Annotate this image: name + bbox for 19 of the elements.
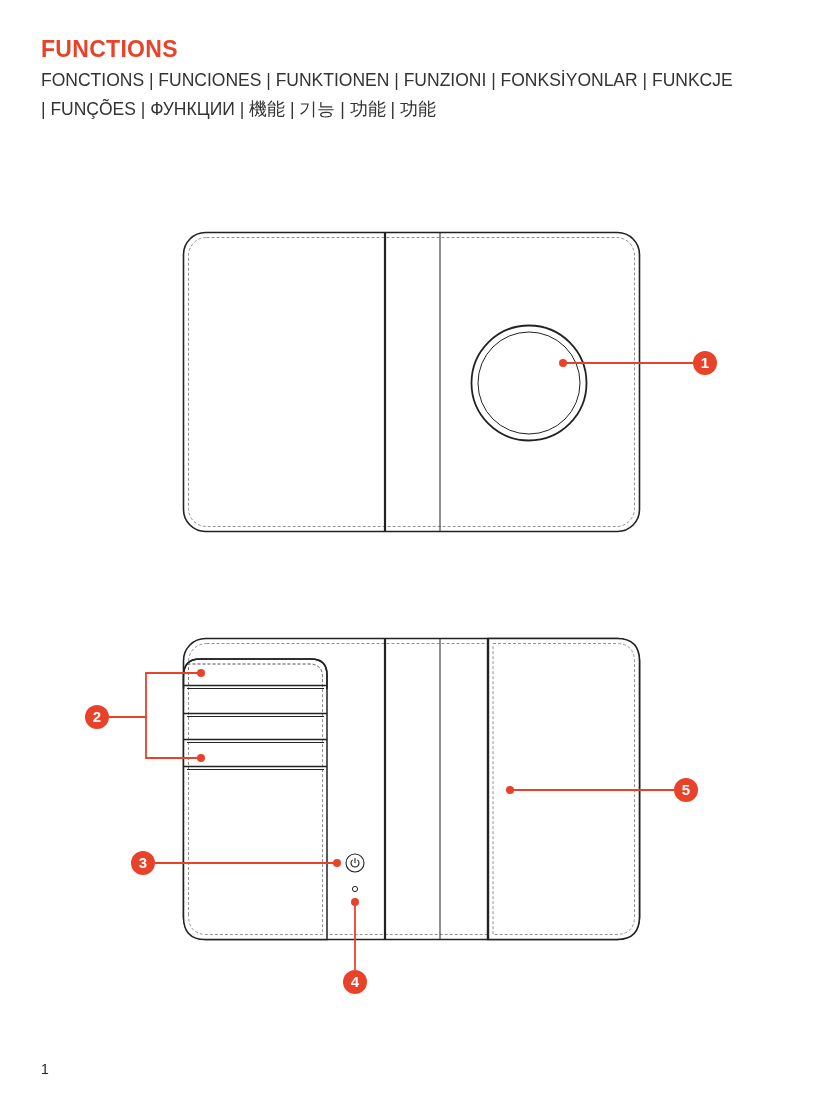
card-slot bbox=[183, 738, 328, 771]
charging-pad bbox=[470, 324, 588, 442]
callout-number: 5 bbox=[674, 778, 698, 802]
leader-line bbox=[506, 786, 675, 794]
leader-line bbox=[154, 859, 341, 867]
callout-number: 1 bbox=[693, 351, 717, 375]
callout-number: 4 bbox=[343, 970, 367, 994]
leader-line bbox=[108, 716, 205, 762]
leader-line bbox=[559, 359, 694, 367]
power-button-icon bbox=[345, 853, 365, 873]
indicator-light bbox=[351, 885, 359, 893]
page-number: 1 bbox=[41, 1061, 50, 1077]
subheading: FONCTIONS | FUNCIONES | FUNKTIONEN | FUNZIONI | FONKSİYONLAR | FUNKCJE | FUNÇÕES | ФУНКЦИИ | 機能 | 기능 | 功能 | 功能 bbox=[41, 69, 734, 121]
pocket bbox=[486, 636, 642, 942]
card-slot bbox=[182, 658, 328, 690]
callout-number: 2 bbox=[85, 705, 109, 729]
leader-line bbox=[351, 898, 359, 971]
callout-number: 3 bbox=[131, 851, 155, 875]
heading: FUNCTIONS bbox=[41, 36, 178, 63]
